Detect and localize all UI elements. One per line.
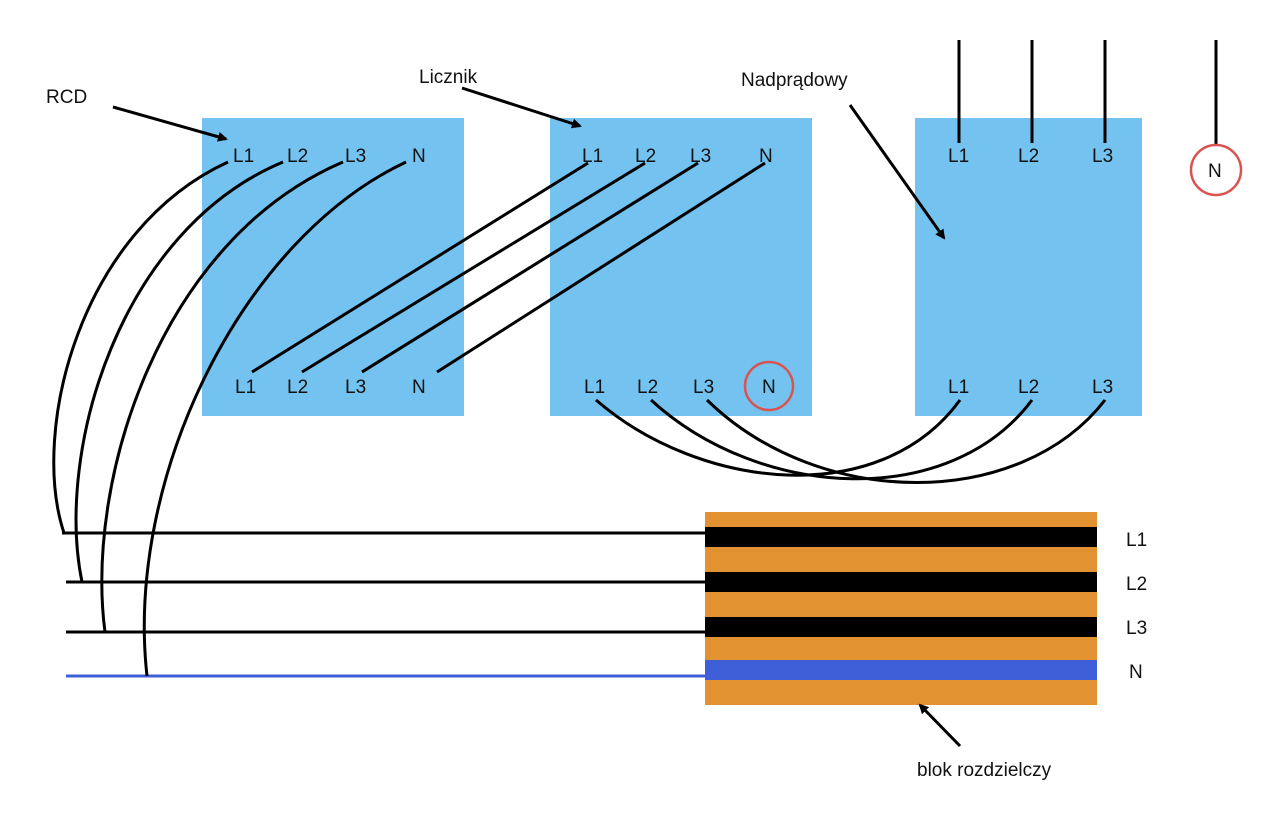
meter-bottom-n: N bbox=[762, 377, 776, 398]
bus-label-l1: L1 bbox=[1126, 530, 1147, 551]
wire-rcd-l3-meter-l3 bbox=[361, 161, 699, 374]
breaker-bottom-l2: L2 bbox=[1018, 377, 1039, 398]
wire-rcd-l2-meter-l2 bbox=[301, 161, 646, 374]
label-nadpradowy: Nadprądowy bbox=[741, 70, 848, 91]
meter-box bbox=[550, 118, 812, 416]
wire-rcd-l1-meter-l1 bbox=[251, 161, 589, 374]
meter-bottom-l2: L2 bbox=[637, 377, 658, 398]
rcd-bottom-l3: L3 bbox=[345, 377, 366, 398]
wire-meter-l1-breaker-l1 bbox=[595, 398, 962, 477]
arrow-rcd bbox=[112, 105, 228, 142]
wire-rcd-n-meter-n bbox=[436, 161, 766, 374]
wire-rcd-n-to-feed bbox=[142, 160, 407, 677]
breaker-top-l1: L1 bbox=[948, 146, 969, 167]
label-licznik: Licznik bbox=[419, 67, 478, 88]
breaker-bottom-l1: L1 bbox=[948, 377, 969, 398]
bus-label-l3: L3 bbox=[1126, 618, 1147, 639]
breaker-box bbox=[915, 118, 1142, 416]
arrow-nadpradowy bbox=[848, 104, 946, 240]
neutral-highlight-circle-incoming bbox=[1189, 143, 1243, 197]
rcd-bottom-l1: L1 bbox=[235, 377, 256, 398]
wire-rcd-l2-to-feed bbox=[74, 160, 284, 583]
breaker-top-l3: L3 bbox=[1092, 146, 1113, 167]
arrow-licznik bbox=[461, 86, 582, 129]
bus-label-l2: L2 bbox=[1126, 574, 1147, 595]
meter-top-l1: L1 bbox=[582, 146, 603, 167]
wire-meter-l3-breaker-l3 bbox=[705, 398, 1107, 484]
label-rcd: RCD bbox=[46, 87, 87, 108]
arrow-blok bbox=[918, 703, 962, 748]
rcd-top-l2: L2 bbox=[287, 146, 308, 167]
meter-bottom-l3: L3 bbox=[693, 377, 714, 398]
busbar-n bbox=[705, 660, 1097, 680]
wire-meter-l2-breaker-l2 bbox=[649, 398, 1034, 481]
rcd-bottom-n: N bbox=[412, 377, 426, 398]
meter-bottom-l1: L1 bbox=[584, 377, 605, 398]
label-blok-rozdzielczy: blok rozdzielczy bbox=[917, 760, 1052, 781]
incoming-n-label: N bbox=[1208, 161, 1222, 182]
meter-top-n: N bbox=[759, 146, 773, 167]
meter-top-l3: L3 bbox=[690, 146, 711, 167]
meter-top-l2: L2 bbox=[635, 146, 656, 167]
rcd-top-l1: L1 bbox=[233, 146, 254, 167]
breaker-top-l2: L2 bbox=[1018, 146, 1039, 167]
busbar-l1 bbox=[705, 527, 1097, 547]
wire-rcd-l1-to-feed bbox=[52, 160, 229, 534]
breaker-bottom-l3: L3 bbox=[1092, 377, 1113, 398]
busbar-l2 bbox=[705, 572, 1097, 592]
rcd-top-l3: L3 bbox=[345, 146, 366, 167]
rcd-bottom-l2: L2 bbox=[287, 377, 308, 398]
bus-label-n: N bbox=[1129, 662, 1143, 683]
busbar-l3 bbox=[705, 617, 1097, 637]
rcd-top-n: N bbox=[412, 146, 426, 167]
neutral-highlight-circle-meter bbox=[743, 360, 795, 412]
wire-rcd-l3-to-feed bbox=[100, 160, 344, 633]
